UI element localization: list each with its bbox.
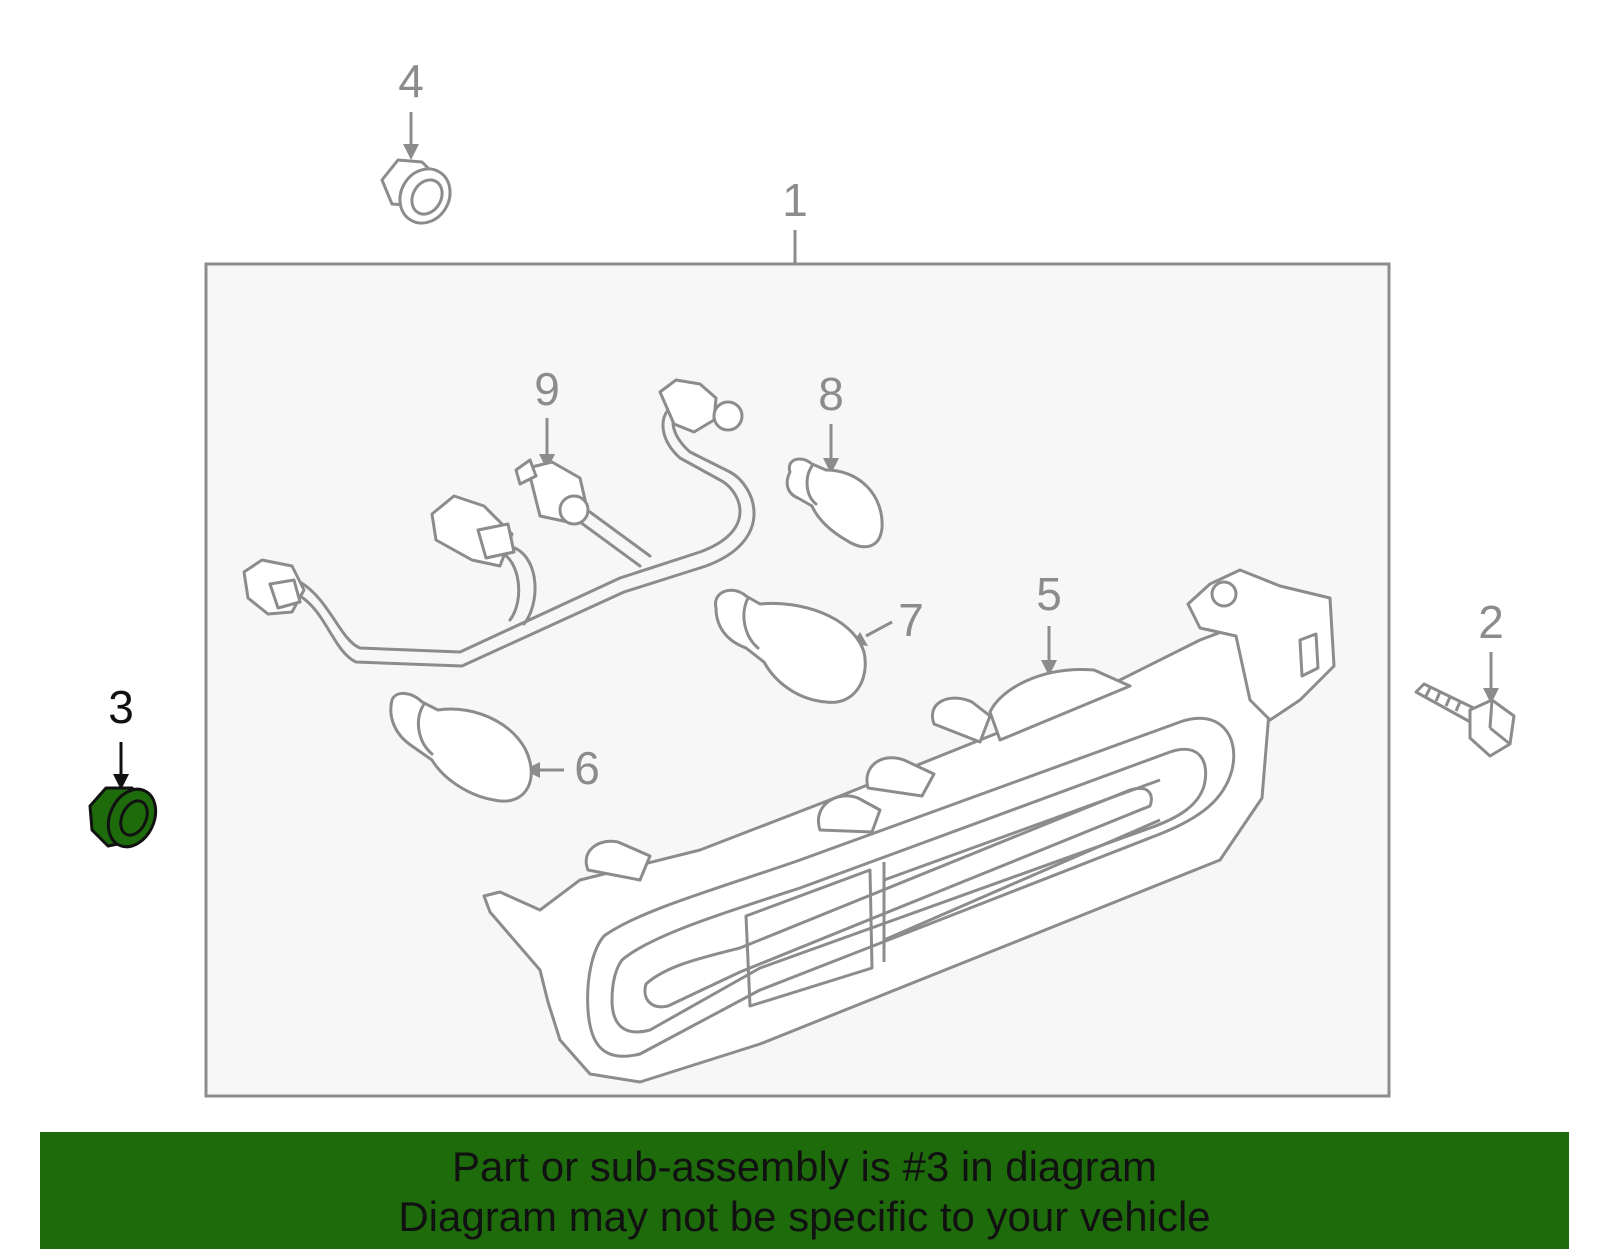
caption-line-1: Part or sub-assembly is #3 in diagram — [452, 1143, 1157, 1190]
part-4-clip-nut — [380, 158, 452, 225]
callout-2: 2 — [1478, 596, 1504, 648]
callout-8: 8 — [818, 368, 844, 420]
part-8-bulb — [785, 457, 884, 549]
leader-arrow-3 — [113, 742, 129, 790]
part-6-bulb — [389, 692, 533, 803]
callout-6: 6 — [574, 742, 600, 794]
caption-banner: Part or sub-assembly is #3 in diagram Di… — [40, 1132, 1569, 1249]
part-3-grommet — [88, 786, 158, 849]
part-5-lamp-housing — [482, 568, 1336, 1084]
callout-7: 7 — [898, 594, 924, 646]
callout-3: 3 — [108, 681, 134, 733]
callout-5: 5 — [1036, 568, 1062, 620]
caption-line-2: Diagram may not be specific to your vehi… — [398, 1193, 1211, 1240]
part-9-wiring-harness — [242, 378, 756, 668]
leader-arrow-2 — [1483, 652, 1499, 704]
leader-arrow-5 — [1041, 626, 1057, 676]
callout-4: 4 — [398, 55, 424, 107]
leader-arrow-8 — [823, 424, 839, 474]
part-7-bulb — [714, 588, 867, 704]
leader-arrow-4 — [403, 112, 419, 160]
callout-9: 9 — [534, 363, 560, 415]
part-2-screw — [1414, 682, 1516, 758]
callout-1: 1 — [782, 174, 808, 226]
